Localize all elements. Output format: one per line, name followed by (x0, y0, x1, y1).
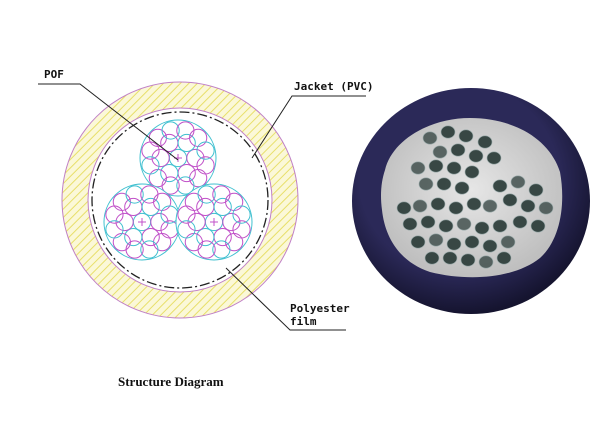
photo-fiber-end (477, 135, 493, 149)
pof-fiber (141, 197, 160, 217)
pof-fiber (196, 227, 215, 247)
photo-fiber-end (402, 217, 418, 231)
pof-fiber (222, 212, 241, 232)
photo-fiber-end (428, 159, 444, 173)
photo-fiber-end (510, 175, 526, 189)
photo-fiber-end (446, 161, 462, 175)
photo-fiber-end (438, 219, 454, 233)
pof-fiber (161, 121, 180, 140)
pof-fiber (196, 141, 215, 160)
fiber-bundle-left (103, 183, 181, 261)
photo-fiber-end (418, 177, 434, 191)
photo-fiber-end (500, 235, 516, 249)
photo-fiber-end (464, 165, 480, 179)
photo-fiber-end (464, 235, 480, 249)
jacket-leader-line (251, 95, 366, 159)
photo-fiber-end (432, 145, 448, 159)
photo-fiber-end (530, 219, 546, 233)
photo-fiber-end (466, 197, 482, 211)
photo-fiber-end (448, 201, 464, 215)
photo-fiber-end (502, 193, 518, 207)
photo-fiber-end (412, 199, 428, 213)
pof-fiber (186, 148, 205, 168)
bundle-center-mark (138, 218, 146, 226)
pof-fiber (151, 148, 170, 168)
photo-fiber-end (482, 199, 498, 213)
polyester-label-line1: Polyester (290, 302, 350, 315)
structure-diagram: POF Jacket (PVC) Polyester film (38, 68, 373, 331)
pof-fiber (115, 212, 134, 232)
photo-inner-surface (381, 118, 563, 278)
polyester-label-line2: film (290, 315, 317, 328)
photo-fiber-end (410, 161, 426, 175)
pof-fiber (197, 185, 216, 204)
diagram-caption: Structure Diagram (118, 374, 224, 389)
photo-fiber-end (422, 131, 438, 145)
photo-fiber-end (538, 201, 554, 215)
pof-fiber (105, 220, 124, 239)
pof-label: POF (44, 68, 64, 81)
photo-fiber-end (446, 237, 462, 251)
photo-fiber-end (496, 251, 512, 265)
pof-fiber (176, 176, 195, 195)
photo-fiber-end (512, 215, 528, 229)
bundle-center-mark (210, 218, 218, 226)
pof-leader-line (38, 83, 179, 161)
photo-fiber-end (492, 179, 508, 193)
fiber-bundle-top (139, 119, 217, 197)
photo-fiber-end (424, 251, 440, 265)
photo-fiber-end (460, 253, 476, 267)
pof-fiber (150, 212, 169, 232)
photo-fiber-end (410, 235, 426, 249)
pof-fiber (124, 227, 143, 247)
photo-fiber-end (520, 199, 536, 213)
pof-fiber (160, 163, 179, 183)
pof-fiber (125, 185, 144, 204)
pof-fiber (177, 133, 196, 153)
pof-fiber (141, 156, 160, 175)
jacket-label: Jacket (PVC) (294, 80, 373, 93)
pof-fiber (232, 205, 251, 224)
photo-fiber-end (492, 219, 508, 233)
photo-fiber-end (474, 221, 490, 235)
photo-fibers (396, 125, 554, 269)
photo-fiber-end (450, 143, 466, 157)
photo-fiber-end (440, 125, 456, 139)
photo-fiber-end (428, 233, 444, 247)
pof-fiber (177, 220, 196, 239)
photo-fiber-end (528, 183, 544, 197)
photo-fiber-end (442, 251, 458, 265)
photo-fiber-end (454, 181, 470, 195)
fiber-bundle-right (175, 183, 253, 261)
photo-fiber-end (458, 129, 474, 143)
cable-photo (352, 88, 590, 314)
photo-fiber-end (482, 239, 498, 253)
polyester-film-ring (91, 111, 269, 289)
photo-fiber-end (436, 177, 452, 191)
photo-fiber-end (396, 201, 412, 215)
photo-fiber-end (468, 149, 484, 163)
photo-fiber-end (430, 197, 446, 211)
pof-fiber (187, 212, 206, 232)
polyester-leader-line (225, 267, 346, 331)
photo-fiber-end (478, 255, 494, 269)
photo-fiber-end (456, 217, 472, 231)
pof-fiber (140, 240, 159, 259)
pof-fiber (213, 197, 232, 217)
pof-fiber (212, 240, 231, 259)
photo-fiber-end (486, 151, 502, 165)
photo-fiber-end (420, 215, 436, 229)
